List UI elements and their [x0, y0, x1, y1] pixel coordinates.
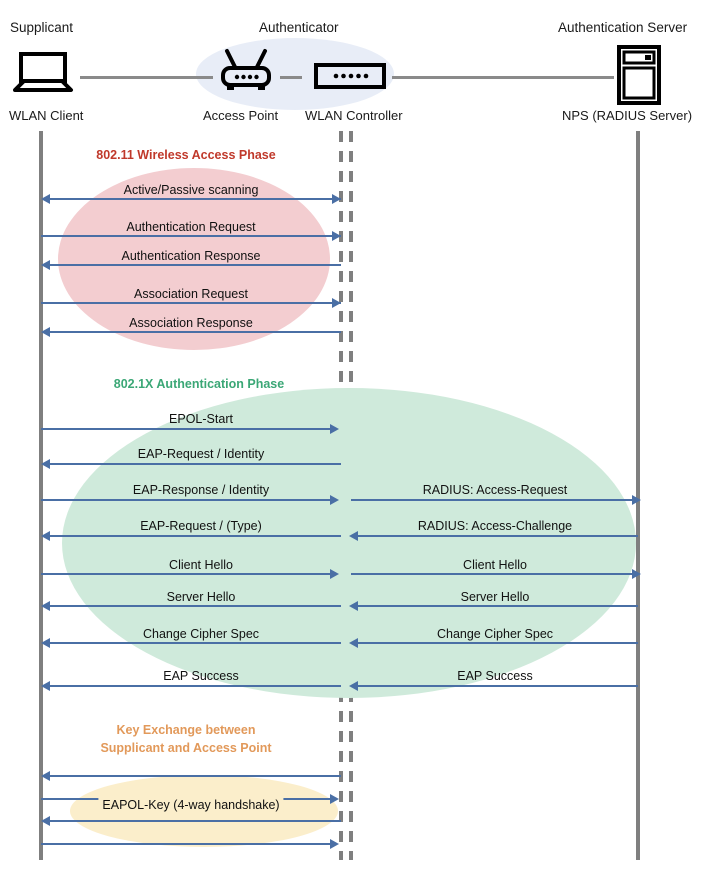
arrow-head-right-icon [330, 569, 339, 579]
message-line [47, 463, 341, 465]
arrow-head-right-icon [632, 569, 641, 579]
message-line [41, 428, 335, 430]
message-line [357, 642, 638, 644]
message-label: EAP Success [457, 669, 533, 683]
arrow-head-left-icon [41, 194, 50, 204]
arrow-head-left-icon [41, 771, 50, 781]
arrow-head-left-icon [41, 327, 50, 337]
message-line [47, 775, 341, 777]
device-label-wlan-client: WLAN Client [9, 108, 84, 123]
arrow-head-left-icon [41, 260, 50, 270]
message-line [41, 499, 335, 501]
message-line [47, 820, 341, 822]
message-label: EAP-Request / Identity [137, 447, 265, 461]
wire-client-to-ap [80, 76, 213, 79]
message-line [41, 302, 341, 304]
message-label: EAP Success [163, 669, 239, 683]
actor-role-authenticator: Authenticator [259, 20, 339, 35]
arrow-head-right-icon [330, 424, 339, 434]
wire-ap-to-controller [280, 76, 302, 79]
device-label-access-point: Access Point [203, 108, 279, 123]
lifeline-supplicant [39, 131, 43, 860]
message-label: EPOL-Start [169, 412, 233, 426]
server-icon [617, 45, 661, 110]
arrow-head-left-icon [349, 531, 358, 541]
arrow-head-right-icon [632, 495, 641, 505]
message-label: Change Cipher Spec [436, 627, 554, 641]
phase-label-dot1x-auth: 802.1X Authentication Phase [113, 377, 285, 391]
arrow-head-left-icon [349, 681, 358, 691]
message-label: RADIUS: Access-Challenge [417, 519, 573, 533]
actor-role-supplicant: Supplicant [10, 20, 74, 35]
device-label-nps-radius-server: NPS (RADIUS Server) [562, 108, 693, 123]
phase-label-key-exchange-line1: Key Exchange between [116, 723, 256, 737]
arrow-head-left-icon [41, 681, 50, 691]
wlan-controller-icon [314, 63, 386, 94]
arrow-head-left-icon [41, 459, 50, 469]
message-line [47, 642, 341, 644]
message-label: Server Hello [166, 590, 236, 604]
actor-role-authentication-server: Authentication Server [558, 20, 688, 35]
laptop-icon [12, 52, 74, 99]
message-label: Authentication Request [126, 220, 256, 234]
arrow-head-right-icon [332, 194, 341, 204]
arrow-head-right-icon [330, 839, 339, 849]
message-line [47, 685, 341, 687]
message-label: Change Cipher Spec [142, 627, 260, 641]
arrow-head-left-icon [349, 601, 358, 611]
message-line [47, 331, 341, 333]
message-line [47, 264, 341, 266]
phase-ellipse-dot1x-auth [62, 388, 636, 698]
message-line [47, 535, 341, 537]
arrow-head-right-icon [330, 794, 339, 804]
access-point-icon [215, 47, 277, 100]
message-line [351, 499, 638, 501]
phase-label-wireless-access: 802.11 Wireless Access Phase [96, 148, 276, 162]
message-line [357, 605, 638, 607]
message-label: Association Response [129, 316, 253, 330]
message-label: RADIUS: Access-Request [422, 483, 568, 497]
phase-label-key-exchange-line2: Supplicant and Access Point [100, 741, 272, 755]
message-label: Active/Passive scanning [123, 183, 259, 197]
message-label: Authentication Response [121, 249, 261, 263]
message-line [41, 573, 335, 575]
message-label: Server Hello [460, 590, 530, 604]
message-label: EAP-Request / (Type) [140, 519, 262, 533]
message-line [47, 198, 341, 200]
authenticator-highlight-blob [196, 38, 394, 110]
message-line [351, 573, 638, 575]
message-label: Client Hello [463, 558, 527, 572]
device-label-wlan-controller: WLAN Controller [305, 108, 403, 123]
message-line [41, 843, 335, 845]
arrow-head-left-icon [41, 601, 50, 611]
message-line [357, 535, 638, 537]
arrow-head-right-icon [330, 495, 339, 505]
arrow-head-right-icon [332, 298, 341, 308]
message-line [357, 685, 638, 687]
message-label: EAP-Response / Identity [132, 483, 270, 497]
wire-controller-to-server [392, 76, 614, 79]
arrow-head-left-icon [41, 816, 50, 826]
arrow-head-left-icon [349, 638, 358, 648]
arrow-head-right-icon [332, 231, 341, 241]
arrow-head-left-icon [41, 531, 50, 541]
message-label: Association Request [134, 287, 248, 301]
message-line [47, 605, 341, 607]
message-line [41, 235, 341, 237]
arrow-head-left-icon [41, 638, 50, 648]
message-label: Client Hello [169, 558, 233, 572]
message-label: EAPOL-Key (4-way handshake) [98, 798, 284, 812]
